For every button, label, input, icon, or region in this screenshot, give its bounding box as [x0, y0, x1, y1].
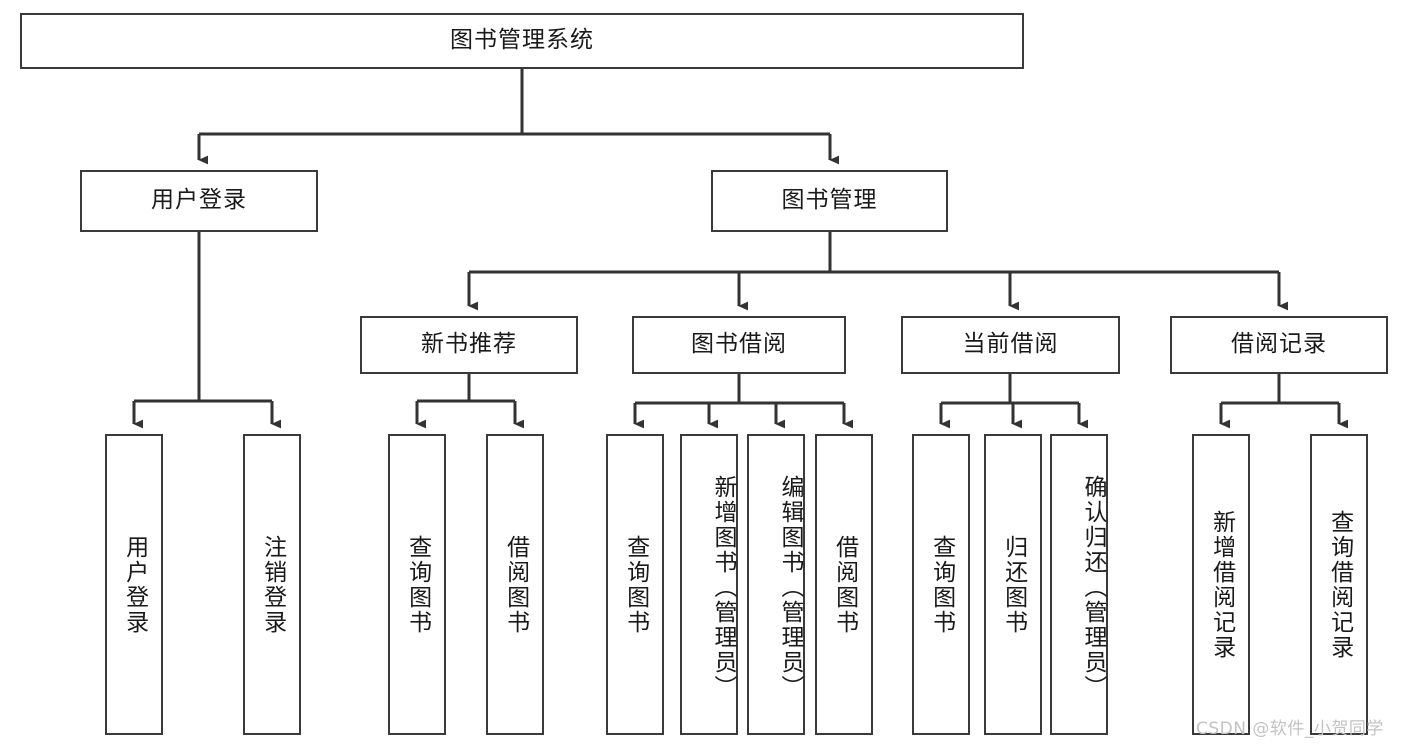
node-level2-1[interactable]: 用户登录 — [80, 170, 318, 232]
node-leaf-7[interactable]: 编辑图书（管理员） — [747, 434, 805, 735]
node-leaf-11[interactable]: 确认归还（管理员） — [1050, 434, 1108, 735]
node-leaf-1[interactable]: 用户登录 — [105, 434, 163, 735]
node-label: 图书管理 — [781, 187, 878, 214]
node-label: 查询图书 — [622, 534, 649, 635]
node-label: 借阅记录 — [1231, 331, 1327, 358]
node-leaf-3[interactable]: 查询图书 — [388, 434, 446, 735]
node-level3-3[interactable]: 当前借阅 — [901, 316, 1120, 374]
node-leaf-10[interactable]: 归还图书 — [984, 434, 1042, 735]
node-label: 查询借阅记录 — [1326, 509, 1353, 660]
node-label: 查询图书 — [928, 534, 955, 635]
node-leaf-2[interactable]: 注销登录 — [243, 434, 301, 735]
node-leaf-4[interactable]: 借阅图书 — [486, 434, 544, 735]
node-leaf-12[interactable]: 新增借阅记录 — [1192, 434, 1250, 735]
node-level2-2[interactable]: 图书管理 — [711, 170, 948, 232]
node-leaf-9[interactable]: 查询图书 — [912, 434, 970, 735]
node-label: 图书借阅 — [691, 331, 787, 358]
node-label: 查询图书 — [404, 534, 431, 635]
node-leaf-13[interactable]: 查询借阅记录 — [1310, 434, 1368, 735]
node-label: 图书管理系统 — [450, 27, 594, 54]
node-label: 注销登录 — [259, 534, 286, 635]
node-label: 编辑图书（管理员） — [777, 475, 803, 700]
node-label: 确认归还（管理员） — [1080, 475, 1106, 700]
node-level3-4[interactable]: 借阅记录 — [1170, 316, 1388, 374]
node-label: 新书推荐 — [421, 331, 517, 358]
node-leaf-8[interactable]: 借阅图书 — [815, 434, 873, 735]
node-label: 新增图书（管理员） — [710, 475, 736, 700]
node-label: 用户登录 — [121, 534, 148, 635]
node-label: 借阅图书 — [502, 534, 529, 635]
node-label: 新增借阅记录 — [1208, 509, 1235, 660]
node-label: 当前借阅 — [962, 331, 1059, 358]
node-root-system[interactable]: 图书管理系统 — [20, 13, 1024, 69]
node-label: 借阅图书 — [831, 534, 858, 635]
node-label: 用户登录 — [151, 187, 247, 214]
node-level3-2[interactable]: 图书借阅 — [632, 316, 846, 374]
node-leaf-6[interactable]: 新增图书（管理员） — [680, 434, 738, 735]
node-leaf-5[interactable]: 查询图书 — [606, 434, 664, 735]
node-label: 归还图书 — [1000, 534, 1027, 635]
node-level3-1[interactable]: 新书推荐 — [360, 316, 578, 374]
